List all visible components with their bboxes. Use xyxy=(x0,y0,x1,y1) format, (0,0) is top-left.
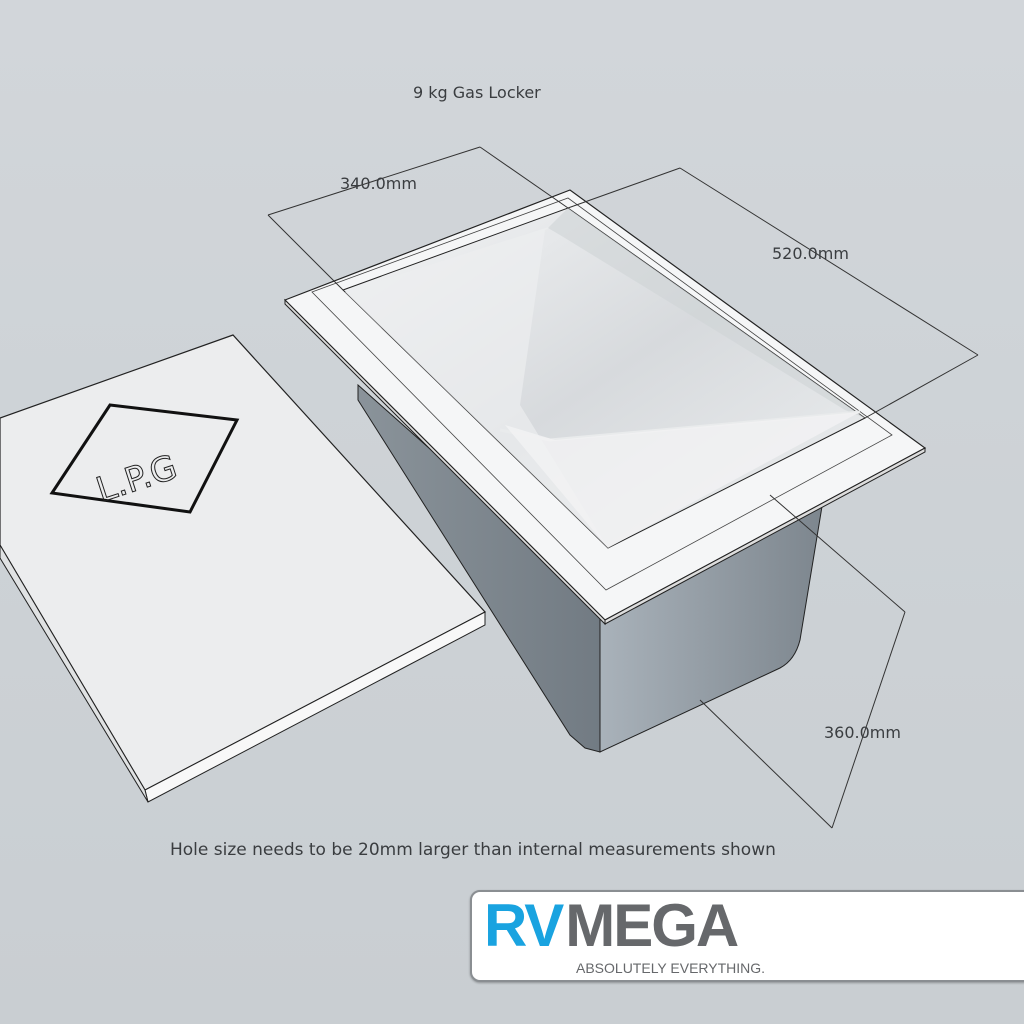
height-dimension-label: 360.0mm xyxy=(824,723,901,742)
logo-mega: MEGA xyxy=(565,892,739,959)
dimension-lines xyxy=(267,146,979,829)
logo-tagline: ABSOLUTELY EVERYTHING. xyxy=(576,960,766,976)
logo-rv: RV xyxy=(484,892,564,959)
width-dimension-label: 340.0mm xyxy=(340,174,417,193)
rvmega-logo: RVMEGA ABSOLUTELY EVERYTHING. xyxy=(470,890,1024,982)
drawing-title: 9 kg Gas Locker xyxy=(413,83,541,102)
lpg-diamond-marking xyxy=(49,403,240,514)
length-dimension-label: 520.0mm xyxy=(772,244,849,263)
lid: L.P.G xyxy=(0,334,486,803)
hole-size-note: Hole size needs to be 20mm larger than i… xyxy=(170,840,776,860)
